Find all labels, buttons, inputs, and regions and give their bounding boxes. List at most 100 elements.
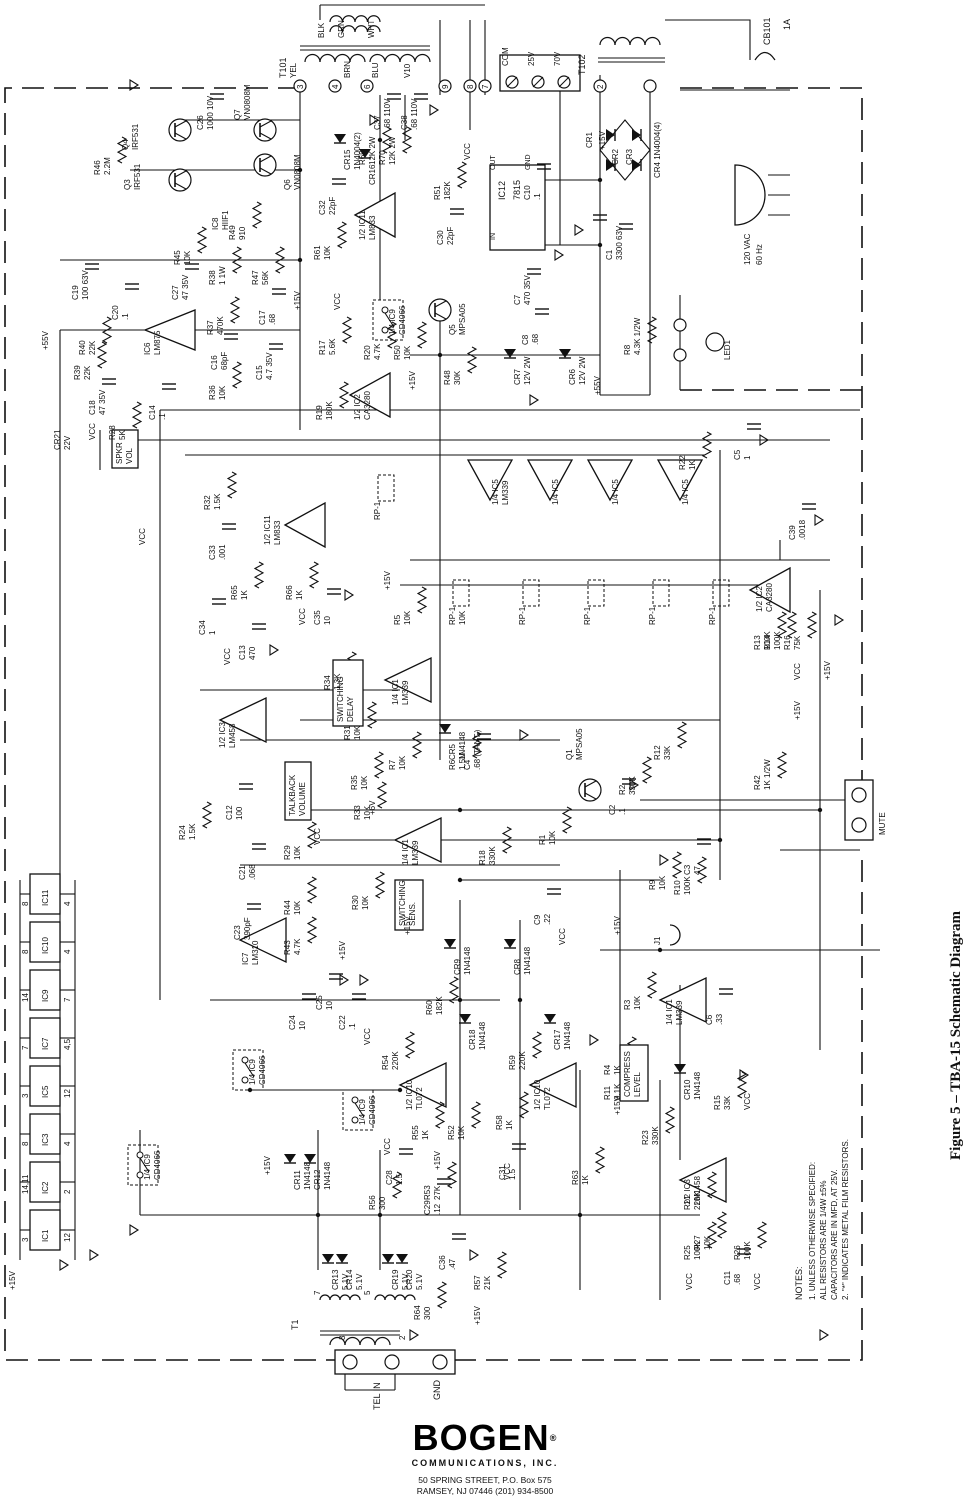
capacitor-ref: C10 xyxy=(523,185,532,200)
capacitor-value: 1000 10V xyxy=(206,95,215,130)
power-table-gnd-pin: 4 xyxy=(63,949,72,954)
resistor-symbol xyxy=(96,341,108,369)
output-terminal-label: 70V xyxy=(553,51,562,66)
analog-switch-contact xyxy=(241,1076,249,1084)
diode-label: CR21 xyxy=(53,429,62,450)
capacitor-ref: C35 xyxy=(313,610,322,625)
boxed-control-label: SWITCHING xyxy=(398,880,407,926)
capacitor-ref: C38 xyxy=(400,115,409,130)
board-outline xyxy=(775,860,863,1361)
diode-label: CR6 xyxy=(568,368,577,385)
junction-dot xyxy=(397,1087,403,1093)
t1-winding xyxy=(374,1294,386,1301)
power-table-vcc-pin: 14,11 xyxy=(21,1174,30,1194)
capacitor-value: 22pF xyxy=(328,197,337,215)
resistor-value: 220K xyxy=(693,1191,702,1210)
power-table-gnd-pin: 4 xyxy=(63,1141,72,1146)
t102-pin xyxy=(593,79,607,93)
resistor-ref: R57 xyxy=(473,1275,482,1290)
resistor-value: 5K xyxy=(118,430,127,440)
transistor-part: IRF531 xyxy=(131,123,140,150)
resistor-symbol xyxy=(446,1161,458,1189)
ground-symbol xyxy=(59,1259,70,1271)
diode-value: 1N4148 xyxy=(463,946,472,975)
junction-dot xyxy=(377,1212,383,1218)
capacitor-value: 10 xyxy=(325,1001,334,1010)
t1-winding xyxy=(349,1294,361,1301)
capacitor-ref: C25 xyxy=(315,995,324,1010)
capacitor-ref: C12 xyxy=(225,805,234,820)
opamp xyxy=(383,656,432,704)
resistor-ref: R65 xyxy=(230,585,239,600)
capacitor-ref: C15 xyxy=(255,365,264,380)
resistor-value: 330K xyxy=(488,846,497,865)
capacitor-ref: C34 xyxy=(198,620,207,635)
brand-name: BOGEN® xyxy=(412,1417,558,1458)
ic12-regulator xyxy=(489,164,546,251)
power-table-ic xyxy=(29,1017,61,1059)
resistor-pack-element xyxy=(587,579,605,607)
resistor-symbol xyxy=(436,1281,448,1309)
tel-in-screw xyxy=(342,1354,358,1370)
resistor-ref: R48 xyxy=(443,370,452,385)
boxed-control-label: LEVEL xyxy=(633,1072,642,1097)
ground-symbol xyxy=(629,779,640,791)
resistor-value: 30K xyxy=(453,370,462,385)
t1-pin: 3 xyxy=(338,1335,347,1340)
ground-symbol xyxy=(89,1249,100,1261)
q7-mosfet xyxy=(253,118,277,142)
ic-ref-label: IC8 xyxy=(211,217,220,230)
power-table-gnd-pin: 12 xyxy=(63,1233,72,1242)
ic-ref-label: 1/4 IC5 xyxy=(611,479,620,505)
resistor-value: 1.5M xyxy=(458,752,467,770)
resistor-ref: R33 xyxy=(353,805,362,820)
resistor-ref: R43 xyxy=(283,940,292,955)
ic-part-label: LM339 xyxy=(675,1000,684,1025)
capacitor-ref: C37 xyxy=(373,115,382,130)
resistor-ref: R34 xyxy=(323,675,332,690)
resistor-symbol xyxy=(456,161,468,189)
ic-part-label: CD4066 xyxy=(153,1150,162,1180)
capacitor-ref: C21 xyxy=(238,865,247,880)
resistor-value: 10K xyxy=(361,895,370,910)
resistor-ref: R3 xyxy=(623,999,632,1010)
rail-label: VCC xyxy=(223,648,232,665)
resistor-symbol xyxy=(696,856,708,884)
resistor-ref: R38 xyxy=(208,270,217,285)
resistor-value: 10K xyxy=(293,845,302,860)
power-table-ic-name: IC9 xyxy=(41,989,50,1002)
ic-ref-label: 1/4 IC9 xyxy=(358,1099,367,1125)
output-terminal-slot xyxy=(506,76,518,88)
led-terminal xyxy=(673,348,687,362)
resistor-pack-element xyxy=(522,579,540,607)
diode-value: 5.1V xyxy=(341,1273,350,1290)
capacitor-value: .68 (TANT.) xyxy=(473,729,482,770)
resistor-value: 10K xyxy=(633,995,642,1010)
resistor-value: 10K xyxy=(323,245,332,260)
resistor-value: 10K xyxy=(658,875,667,890)
capacitor-value: .1 xyxy=(618,808,627,815)
resistor-symbol xyxy=(641,756,653,784)
power-table-vcc-pin: 3 xyxy=(21,1093,30,1098)
boxed-control xyxy=(619,1044,649,1102)
diode-value: 1N4148 xyxy=(523,946,532,975)
rail-label: VCC xyxy=(363,1028,372,1045)
opamp xyxy=(528,1061,577,1109)
power-table-ic-name: IC3 xyxy=(41,1133,50,1146)
resistor-ref: R12 xyxy=(653,745,662,760)
q6-mosfet xyxy=(259,155,272,163)
ic-part-label: HIIF1 xyxy=(221,210,230,230)
capacitor-value: 10 xyxy=(298,1021,307,1030)
resistor-value: 1.5K xyxy=(188,823,197,840)
capacitor-ref: C1 xyxy=(605,249,614,260)
resistor-value: 10K xyxy=(548,830,557,845)
resistor-symbol xyxy=(381,126,393,154)
resistor-ref: R29 xyxy=(283,845,292,860)
resistor-ref: R22 xyxy=(678,455,687,470)
opamp xyxy=(353,191,396,239)
resistor-ref: R5 xyxy=(393,614,402,625)
resistor-value: 21K xyxy=(483,1275,492,1290)
ground-symbol xyxy=(659,854,670,866)
resistor-symbol xyxy=(226,471,238,499)
resistor-value: 10K xyxy=(457,1125,466,1140)
